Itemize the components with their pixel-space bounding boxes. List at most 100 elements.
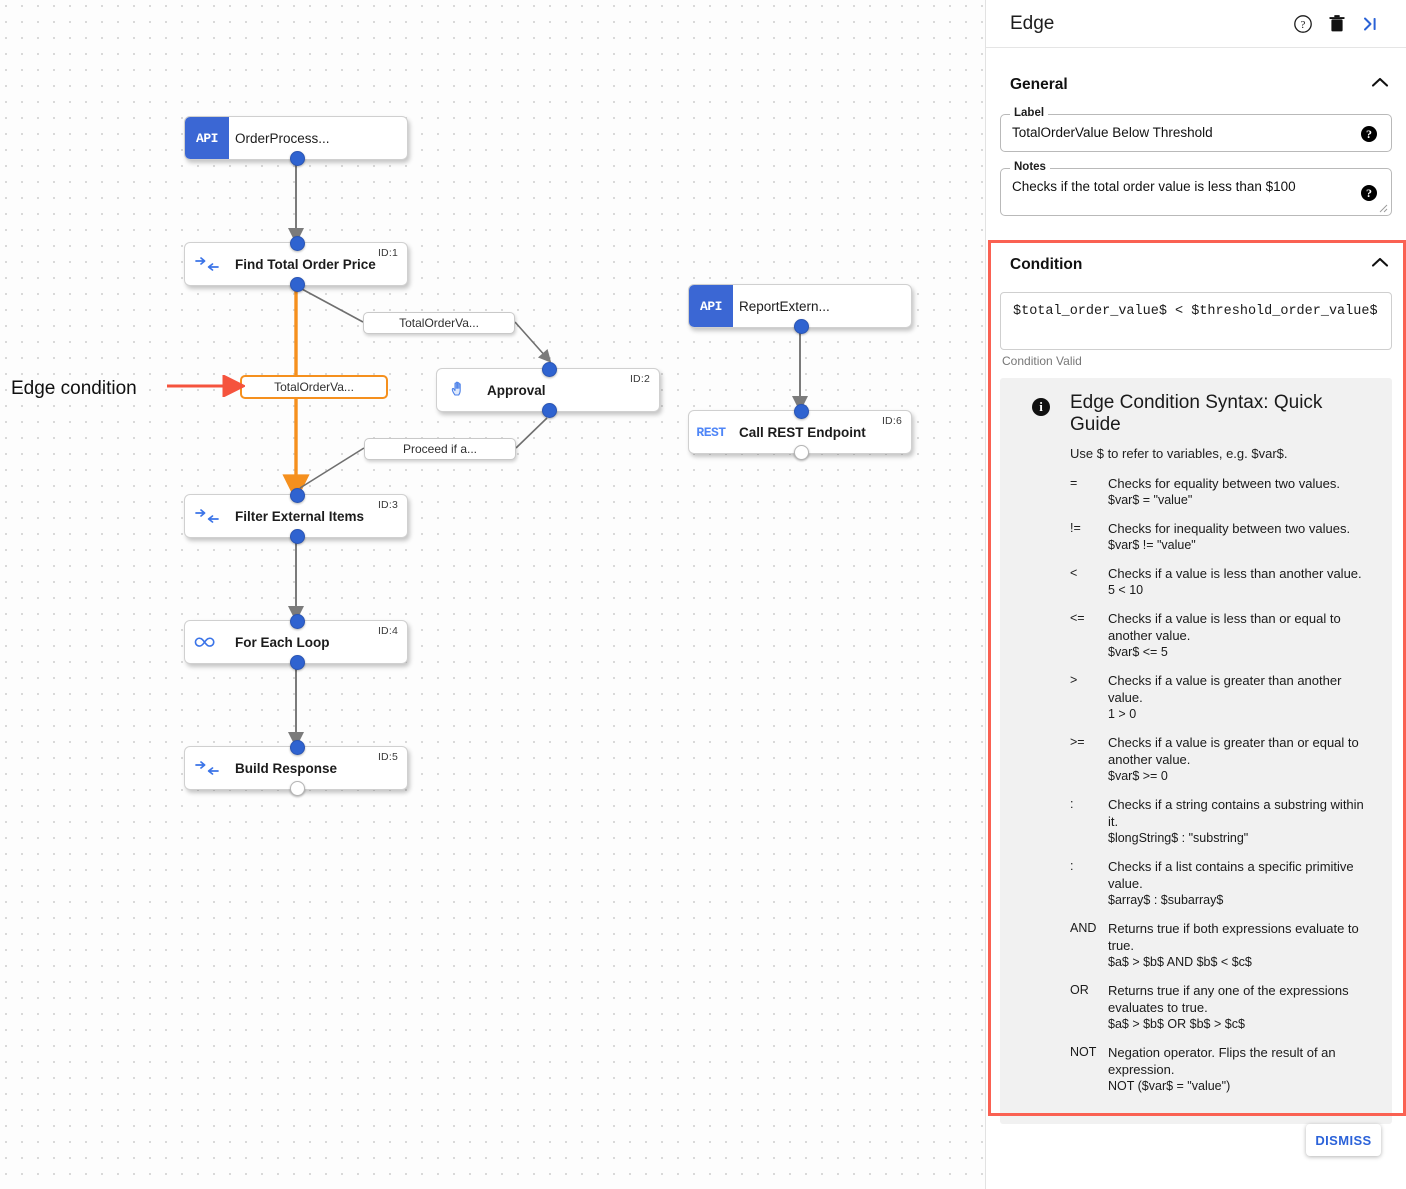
node-filter-external-items[interactable]: Filter External Items ID:3 (184, 488, 408, 544)
node-title: Find Total Order Price (235, 256, 376, 272)
chevron-up-icon[interactable] (1370, 256, 1390, 274)
operator-example: $var$ >= 0 (1108, 769, 1168, 783)
operator-symbol: = (1070, 476, 1078, 490)
node-order-process[interactable]: API OrderProcess... (184, 116, 408, 166)
info-icon: i (1032, 398, 1050, 416)
node-title: For Each Loop (235, 634, 330, 650)
node-output-port[interactable] (542, 403, 557, 418)
rest-badge-label: REST (696, 424, 726, 440)
panel-title: Edge (1010, 12, 1055, 34)
node-input-port[interactable] (290, 488, 305, 503)
notes-field[interactable]: Notes Checks if the total order value is… (1000, 161, 1392, 216)
operator-example: NOT ($var$ = "value") (1108, 1079, 1231, 1093)
workflow-canvas[interactable]: API OrderProcess... Find Total Order Pri… (0, 0, 985, 1189)
node-id-tag: ID:5 (377, 751, 398, 763)
label-field[interactable]: Label TotalOrderValue Below Threshold ? (1000, 107, 1392, 152)
operator-symbol: : (1070, 797, 1074, 811)
notes-resize-handle[interactable] (1379, 204, 1388, 213)
condition-status-text: Condition Valid (1002, 354, 1082, 368)
condition-expression-input[interactable]: $total_order_value$ < $threshold_order_v… (1000, 292, 1392, 350)
guide-intro: Use $ to refer to variables, e.g. $var$. (1070, 446, 1288, 461)
node-output-port[interactable] (290, 151, 305, 166)
operator-body: Negation operator. Flips the result of a… (1108, 1044, 1376, 1095)
operator-symbol: : (1070, 859, 1074, 873)
operator-example: 5 < 10 (1108, 583, 1144, 597)
edge-properties-panel: Edge ? (985, 0, 1406, 1189)
node-input-port[interactable] (794, 404, 809, 419)
operator-body: Checks if a value is less than another v… (1108, 565, 1376, 599)
node-output-port[interactable] (290, 529, 305, 544)
svg-text:?: ? (1301, 19, 1306, 31)
condition-section-header[interactable]: Condition (986, 246, 1406, 284)
node-output-port[interactable] (290, 781, 305, 796)
condition-syntax-guide: i Edge Condition Syntax: Quick Guide Use… (1000, 378, 1392, 1124)
operator-example: $a$ > $b$ OR $b$ > $c$ (1108, 1017, 1245, 1031)
node-output-port[interactable] (290, 655, 305, 670)
annotation-text: Edge condition (11, 378, 137, 399)
operator-example: $a$ > $b$ AND $b$ < $c$ (1108, 955, 1252, 969)
node-find-total-order-price[interactable]: Find Total Order Price ID:1 (184, 236, 408, 292)
node-id-tag: ID:3 (377, 499, 398, 511)
dismiss-button[interactable]: DISMISS (1306, 1124, 1381, 1156)
general-heading: General (1010, 76, 1068, 93)
node-title: OrderProcess... (235, 130, 330, 146)
dismiss-button-label: DISMISS (1315, 1132, 1372, 1148)
operator-description: Returns true if both expressions evaluat… (1108, 921, 1359, 953)
node-id-tag: ID:4 (377, 625, 398, 637)
operator-description: Negation operator. Flips the result of a… (1108, 1045, 1336, 1077)
edge-label-total-order-value-selected[interactable]: TotalOrderVa... (240, 375, 388, 399)
operator-row: :Checks if a string contains a substring… (1070, 796, 1376, 847)
edge-label-text: TotalOrderVa... (399, 316, 479, 330)
label-field-help-icon[interactable]: ? (1361, 126, 1377, 142)
node-title: Approval (487, 382, 546, 398)
node-report-external[interactable]: API ReportExtern... (688, 284, 912, 334)
node-output-port[interactable] (794, 445, 809, 460)
operator-example: $array$ : $subarray$ (1108, 893, 1224, 907)
operator-symbol: NOT (1070, 1045, 1097, 1059)
trash-icon[interactable] (1320, 14, 1354, 33)
node-output-port[interactable] (794, 319, 809, 334)
node-id-tag: ID:1 (377, 247, 398, 259)
node-build-response[interactable]: Build Response ID:5 (184, 740, 408, 796)
node-input-port[interactable] (290, 614, 305, 629)
collapse-panel-icon[interactable] (1354, 15, 1388, 33)
node-output-port[interactable] (290, 277, 305, 292)
operator-row: NOT Negation operator. Flips the result o… (1070, 1044, 1376, 1095)
operator-body: Checks for equality between two values.$… (1108, 475, 1376, 509)
operator-body: Checks if a value is greater than or equ… (1108, 734, 1376, 785)
node-call-rest-endpoint[interactable]: REST Call REST Endpoint ID:6 (688, 404, 912, 460)
chevron-up-icon[interactable] (1370, 76, 1390, 94)
node-approval[interactable]: Approval ID:2 (436, 362, 660, 418)
condition-heading: Condition (1010, 256, 1083, 273)
notes-field-legend: Notes (1010, 161, 1050, 173)
operator-list: = Checks for equality between two values.… (1070, 475, 1376, 1095)
operator-body: Checks for inequality between two values… (1108, 520, 1376, 554)
node-input-port[interactable] (290, 236, 305, 251)
label-field-legend: Label (1010, 107, 1049, 119)
edge-label-total-order-value-top[interactable]: TotalOrderVa... (363, 312, 515, 334)
operator-example: $var$ = "value" (1108, 493, 1193, 507)
transform-icon (185, 495, 229, 537)
operator-body: Returns true if both expressions evaluat… (1108, 920, 1376, 971)
operator-body: Returns true if any one of the expressio… (1108, 982, 1376, 1033)
edge-connectors (282, 160, 808, 748)
operator-description: Checks if a value is greater than or equ… (1108, 735, 1359, 767)
help-circle-icon[interactable]: ? (1286, 14, 1320, 34)
operator-row: >=Checks if a value is greater than or e… (1070, 734, 1376, 785)
node-for-each-loop[interactable]: For Each Loop ID:4 (184, 614, 408, 670)
node-title: Build Response (235, 760, 338, 776)
general-section-header[interactable]: General (986, 66, 1406, 104)
operator-body: Checks if a value is less than or equal … (1108, 610, 1376, 661)
notes-field-value: Checks if the total order value is less … (1012, 179, 1296, 194)
edge-label-text: Proceed if a... (402, 442, 478, 456)
hand-icon (437, 369, 481, 411)
notes-field-help-icon[interactable]: ? (1361, 185, 1377, 201)
operator-description: Checks if a value is less than another v… (1108, 566, 1362, 581)
edge-label-proceed-if[interactable]: Proceed if a... (364, 438, 516, 460)
node-input-port[interactable] (290, 740, 305, 755)
condition-expression-text: $total_order_value$ < $threshold_order_v… (1013, 304, 1378, 319)
node-input-port[interactable] (542, 362, 557, 377)
rest-badge-icon: REST (689, 411, 733, 453)
